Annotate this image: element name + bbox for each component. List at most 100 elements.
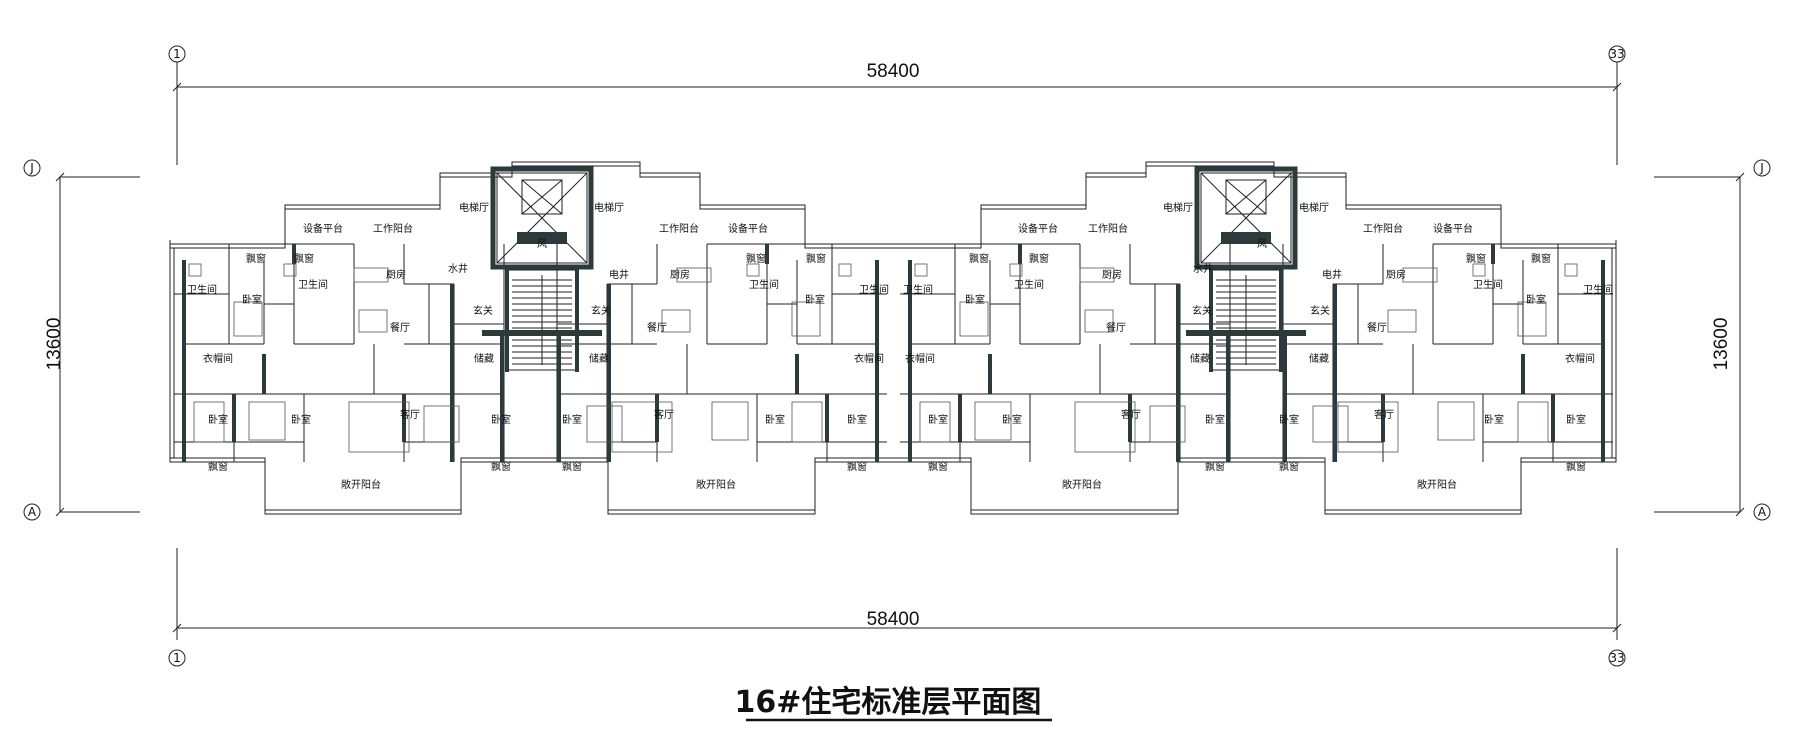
room-label-equipment-platform: 设备平台: [728, 222, 768, 235]
wall-segment: [1521, 354, 1525, 394]
room-label-closet: 衣帽间: [854, 352, 884, 365]
room-label-bedroom: 卧室: [491, 413, 511, 426]
elevator-shaft: [496, 172, 588, 264]
elevator-shaft: [1200, 172, 1292, 264]
room-label-bedroom: 卧室: [1484, 413, 1504, 426]
room-label-bay-window: 飘窗: [208, 460, 228, 473]
room-label-bay-window: 飘窗: [969, 252, 989, 265]
axis-circle: [23, 159, 41, 177]
wall-segment: [1128, 394, 1132, 442]
kitchen-counter: [1079, 267, 1115, 283]
elevator-car: [1225, 179, 1267, 215]
room-label-living: 客厅: [1374, 408, 1394, 421]
axis-label: A: [28, 505, 37, 519]
wall-segment: [1018, 244, 1022, 264]
outline-top-inner: [170, 165, 1616, 249]
room-label-bathroom: 卫生间: [903, 283, 933, 296]
room-label-storage: 储藏: [1309, 352, 1329, 365]
room-label-bathroom: 卫生间: [298, 278, 328, 291]
dimension-tick: [172, 623, 182, 633]
dimension-tick: [55, 507, 65, 517]
room-label-bedroom: 卧室: [1002, 413, 1022, 426]
room-label-living: 客厅: [1121, 408, 1141, 421]
wall-segment: [825, 394, 829, 442]
room-label-elevator-hall: 电梯厅: [594, 201, 624, 214]
room-label-bedroom: 卧室: [765, 413, 785, 426]
room-label-bedroom: 卧室: [1205, 413, 1225, 426]
room-label-bay-window: 飘窗: [1466, 252, 1486, 265]
outline-bottom-outer: [169, 244, 1617, 515]
dimension-tick: [172, 82, 182, 92]
wall-segment: [1176, 284, 1180, 462]
room-label-bedroom: 卧室: [928, 413, 948, 426]
axis-circle: [168, 649, 186, 667]
room-label-storage: 储藏: [474, 352, 494, 365]
sofa-set: [348, 401, 410, 453]
wall-segment: [655, 394, 659, 442]
axis-label: J: [1759, 161, 1764, 175]
room-label-dining: 餐厅: [647, 321, 667, 334]
room-label-dining: 餐厅: [390, 321, 410, 334]
bed-outline: [1517, 301, 1547, 337]
room-label-open-balcony: 敞开阳台: [696, 478, 736, 491]
left-dimension-text: 13600: [44, 318, 65, 371]
room-label-bay-window: 飘窗: [806, 252, 826, 265]
stair-wall: [505, 268, 509, 372]
axis-circle: [1608, 649, 1626, 667]
dimension-tick: [1612, 82, 1622, 92]
wall-segment: [1491, 244, 1495, 264]
room-label-open-balcony: 敞开阳台: [341, 478, 381, 491]
room-labels: 设备平台工作阳台电梯厅电梯厅工作阳台设备平台设备平台工作阳台电梯厅电梯厅工作阳台…: [187, 201, 1613, 491]
elevator-car-x: [521, 179, 563, 215]
dining-table: [1084, 309, 1114, 333]
room-label-work-balcony: 工作阳台: [373, 222, 413, 235]
bed-outline: [791, 301, 821, 337]
axis-label: 1: [173, 47, 181, 61]
room-label-foyer: 玄关: [1310, 304, 1330, 317]
bed-outline: [1437, 401, 1475, 441]
room-label-elevator-hall: 电梯厅: [459, 201, 489, 214]
bed-outline: [233, 301, 263, 337]
bed-outline: [423, 405, 460, 443]
room-label-bay-window: 飘窗: [294, 252, 314, 265]
room-label-bay-window: 飘窗: [1531, 252, 1551, 265]
room-label-electric-shaft: 电井: [1322, 268, 1342, 281]
wall-segment: [182, 260, 186, 462]
room-label-bay-window: 飘窗: [847, 460, 867, 473]
stair-wall: [1209, 268, 1213, 372]
bed-outline: [586, 405, 623, 443]
elevator-car-x: [1225, 179, 1267, 215]
axis-label: J: [29, 161, 34, 175]
toilet: [283, 263, 297, 277]
room-label-elevator-hall: 电梯厅: [1163, 201, 1193, 214]
drawing-title: 16#住宅标准层平面图: [735, 685, 1042, 720]
dining-table: [1387, 309, 1417, 333]
bottom-dimension-text: 58400: [867, 609, 920, 630]
thick-walls: [182, 166, 1605, 462]
bed-outline: [1149, 405, 1186, 443]
bed-outline: [248, 401, 286, 441]
room-label-open-balcony: 敞开阳台: [1417, 478, 1457, 491]
toilet: [188, 263, 202, 277]
room-label-bay-window: 飘窗: [1566, 460, 1586, 473]
room-label-storage: 储藏: [1190, 352, 1210, 365]
bed-outline: [193, 401, 225, 443]
dining-table: [358, 309, 388, 333]
room-label-living: 客厅: [400, 408, 420, 421]
room-label-bedroom: 卧室: [291, 413, 311, 426]
bed-outline: [791, 401, 823, 443]
kitchen-counter: [676, 267, 712, 283]
axis-label: 33: [1609, 651, 1624, 665]
corridor-wall: [1186, 330, 1306, 336]
right-dimension-text: 13600: [1711, 318, 1732, 371]
room-label-equipment-platform: 设备平台: [1433, 222, 1473, 235]
bed-outline: [1517, 401, 1549, 443]
toilet: [914, 263, 928, 277]
wall-segment: [262, 354, 266, 394]
room-label-bay-window: 飘窗: [1279, 460, 1299, 473]
wall-segment: [1601, 260, 1605, 462]
wall-segment: [875, 260, 879, 462]
room-label-bedroom: 卧室: [242, 293, 262, 306]
wall-segment: [1551, 394, 1555, 442]
